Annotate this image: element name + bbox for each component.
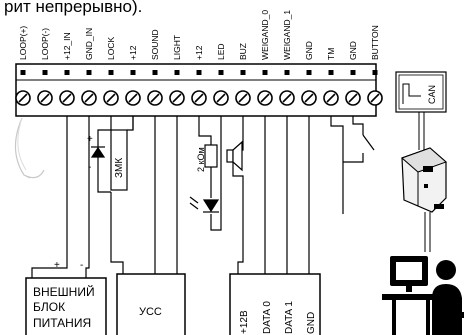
screw-terminal-icon	[345, 90, 361, 106]
terminal-label: BUZ	[238, 43, 248, 60]
terminal-label: +12	[128, 45, 138, 60]
reader-pin-gnd: GND	[306, 312, 317, 334]
terminal-label: SOUND	[150, 29, 160, 60]
screw-terminal-icon	[301, 90, 317, 106]
terminal-pin	[152, 70, 158, 75]
terminal-label: GND_IN	[84, 28, 94, 60]
led-circuit	[198, 116, 222, 231]
terminal-pin	[20, 70, 26, 75]
ucc-wires	[110, 116, 178, 274]
terminal-pin	[306, 70, 312, 75]
led-icon	[189, 196, 220, 213]
can-label: CAN	[427, 85, 437, 104]
power-supply-line-1: ВНЕШНИЙ	[33, 284, 95, 299]
power-supply-line-3: ПИТАНИЯ	[33, 316, 91, 330]
reader-pin-data0: DATA 0	[262, 301, 273, 334]
terminal-label: TM	[326, 48, 336, 60]
terminal-pin	[86, 70, 92, 75]
reader-wires	[132, 116, 310, 274]
ucc-box: УСС	[116, 273, 186, 335]
terminal-label: LOOP(+)	[18, 26, 28, 60]
terminal-pin	[262, 70, 268, 75]
screw-terminal-icon	[279, 90, 295, 106]
terminal-pin	[64, 70, 70, 75]
diode-plus-mark: +	[87, 134, 93, 145]
power-plus-mark: +	[54, 260, 60, 271]
resistor-label: 2 кОм	[196, 147, 206, 172]
screw-terminal-icon	[147, 90, 163, 106]
speaker-icon	[226, 116, 244, 190]
lock-label: ЗМК	[114, 158, 125, 178]
screw-terminal-icon	[15, 90, 31, 106]
terminal-pin	[108, 70, 114, 75]
screw-terminal-icon	[169, 90, 185, 106]
screw-terminal-icon	[191, 90, 207, 106]
loop-coil	[14, 117, 45, 179]
screw-terminal-icon	[323, 90, 339, 106]
terminal-pin	[328, 70, 334, 75]
power-supply-line-2: БЛОК	[33, 300, 65, 314]
terminal-label: LED	[216, 43, 226, 60]
terminal-label: LOCK	[106, 37, 116, 60]
terminal-pin	[218, 70, 224, 75]
terminal-label: BUTTON	[370, 25, 380, 60]
screw-terminal-icon	[81, 90, 97, 106]
terminal-pin	[372, 70, 378, 75]
terminal-labels: LOOP(+) LOOP(-) +12_IN GND_IN LOCK +12 SOUND LI…	[18, 10, 380, 60]
terminal-pin	[42, 70, 48, 75]
terminal-label: +12_IN	[62, 32, 72, 60]
terminal-label: LOOP(-)	[40, 28, 50, 60]
power-minus-mark: -	[80, 260, 83, 271]
terminal-pin	[284, 70, 290, 75]
reader-pin-12v: +12В	[239, 310, 250, 334]
screw-terminal-icon	[59, 90, 75, 106]
can-cable	[418, 112, 425, 150]
terminal-pin	[130, 70, 136, 75]
button-switch-icon	[330, 116, 375, 214]
terminal-label: WEIGAND_1	[282, 10, 292, 60]
reader-box: +12В DATA 0 DATA 1 GND	[229, 273, 321, 335]
power-supply-box: ВНЕШНИЙ БЛОК ПИТАНИЯ	[25, 277, 107, 335]
computer-operator-icon	[382, 256, 464, 335]
screw-terminal-icon	[213, 90, 229, 106]
diode-minus-mark: -	[88, 162, 91, 173]
screw-terminal-icon	[257, 90, 273, 106]
terminal-block	[15, 63, 383, 117]
terminal-pin	[174, 70, 180, 75]
screw-terminal-icon	[125, 90, 141, 106]
reader-pin-data1: DATA 1	[284, 301, 295, 334]
terminal-label: LIGHT	[172, 35, 182, 60]
diode-icon	[90, 146, 106, 158]
terminal-label: WEIGAND_0	[260, 10, 270, 60]
terminal-label: GND	[304, 41, 314, 60]
can-module-icon: CAN	[395, 71, 447, 113]
screw-terminal-icon	[37, 90, 53, 106]
screw-terminal-icon	[103, 90, 119, 106]
power-wires	[31, 116, 90, 278]
usb-cable	[424, 212, 431, 252]
terminal-pin	[350, 70, 356, 75]
screw-terminal-icon	[235, 90, 251, 106]
usb-converter-icon	[401, 147, 447, 213]
terminal-label: +12	[194, 45, 204, 60]
terminal-label: GND	[348, 41, 358, 60]
terminal-pin	[196, 70, 202, 75]
screw-terminal-icon	[367, 90, 383, 106]
ucc-label: УСС	[139, 306, 162, 318]
lock-circuit	[97, 116, 134, 193]
terminal-pin	[240, 70, 246, 75]
header-text: рит непрерывно).	[4, 0, 142, 16]
